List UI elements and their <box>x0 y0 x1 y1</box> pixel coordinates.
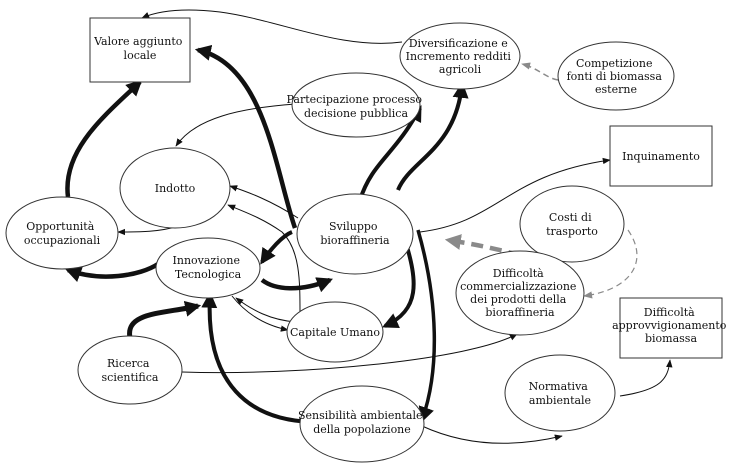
link-sviluppo-diversificazione <box>396 81 469 191</box>
node-difficolta-approvvigionamento-label: Difficoltà approvvigionamento biomassa <box>612 306 730 345</box>
node-indotto-label: Indotto <box>155 182 196 195</box>
node-costi: Costi di trasporto <box>519 185 625 263</box>
node-valore-label: Valore aggiunto locale <box>93 35 186 62</box>
link-sviluppo-indotto <box>229 185 299 219</box>
node-opportunita-label: Opportunità occupazionali <box>24 220 101 247</box>
link-sviluppo-innovazione <box>260 230 293 265</box>
link-sviluppo-sensibilita <box>416 229 437 424</box>
link-sviluppo-valore <box>194 45 298 229</box>
edges-layer <box>65 9 673 444</box>
node-diversificazione: Diversificazione e Incremento redditi ag… <box>399 22 521 90</box>
link-sensibilita-innovazione <box>201 291 313 424</box>
node-inquinamento: Inquinamento <box>609 125 713 187</box>
link-ricerca-difficolta <box>181 333 518 374</box>
node-valore: Valore aggiunto locale <box>89 17 191 83</box>
node-difficolta-approvvigionamento: Difficoltà approvvigionamento biomassa <box>612 297 730 359</box>
node-innovazione: Innovazione Tecnologica <box>155 237 261 299</box>
node-sensibilita: Sensibilità ambientale della popolazione <box>298 385 426 463</box>
node-innovazione-label: Innovazione Tecnologica <box>173 254 244 281</box>
link-sviluppo-partecipazione <box>358 105 422 201</box>
link-opportunita-valore <box>65 79 143 198</box>
node-sviluppo-label: Sviluppo bioraffineria <box>320 220 390 247</box>
link-sviluppo-capitale <box>382 239 416 328</box>
link-innovazione-sviluppo <box>260 277 333 293</box>
node-difficolta-commercializzazione-label: Difficoltà commercializzazione dei prodo… <box>460 267 580 319</box>
node-difficolta-commercializzazione: Difficoltà commercializzazione dei prodo… <box>455 250 585 336</box>
nodes-layer: Valore aggiunto locale Diversificazione … <box>5 17 730 463</box>
link-costi-difficolta <box>583 229 638 299</box>
link-innovazione-capitale <box>231 295 289 332</box>
link-ricerca-innovazione <box>127 300 202 339</box>
node-indotto: Indotto <box>119 147 231 229</box>
node-capitale: Capitale Umano <box>286 301 384 363</box>
link-normativa-difficolta <box>619 359 673 397</box>
node-sensibilita-label: Sensibilità ambientale della popolazione <box>298 409 426 436</box>
node-ricerca: Ricerca scientifica <box>77 335 183 405</box>
node-competizione-label: Competizione fonti di biomassa esterne <box>567 57 666 96</box>
node-normativa-label: Normativa ambientale <box>529 380 592 407</box>
node-normativa: Normativa ambientale <box>504 354 616 432</box>
link-competizione-diversificazione <box>521 62 559 81</box>
node-partecipazione-label: Partecipazione processo decisione pubbli… <box>287 93 426 120</box>
link-sensibilita-normativa <box>421 425 563 444</box>
node-ricerca-label: Ricerca scientifica <box>102 357 159 384</box>
node-sviluppo: Sviluppo bioraffineria <box>296 193 414 275</box>
node-diversificazione-label: Diversificazione e Incremento redditi ag… <box>406 37 515 76</box>
link-diversificazione-valore <box>141 9 403 44</box>
link-innovazione-opportunita <box>65 262 160 282</box>
node-competizione: Competizione fonti di biomassa esterne <box>557 41 675 111</box>
node-capitale-label: Capitale Umano <box>290 326 380 339</box>
node-opportunita: Opportunità occupazionali <box>5 196 119 270</box>
node-inquinamento-label: Inquinamento <box>622 150 700 163</box>
link-sviluppo-inquinamento <box>419 157 611 233</box>
node-costi-label: Costi di trasporto <box>546 211 598 238</box>
link-capitale-indotto <box>227 204 301 316</box>
link-partecipazione-indotto <box>175 103 297 147</box>
node-partecipazione: Partecipazione processo decisione pubbli… <box>287 72 426 138</box>
link-capitale-innovazione <box>235 297 297 323</box>
